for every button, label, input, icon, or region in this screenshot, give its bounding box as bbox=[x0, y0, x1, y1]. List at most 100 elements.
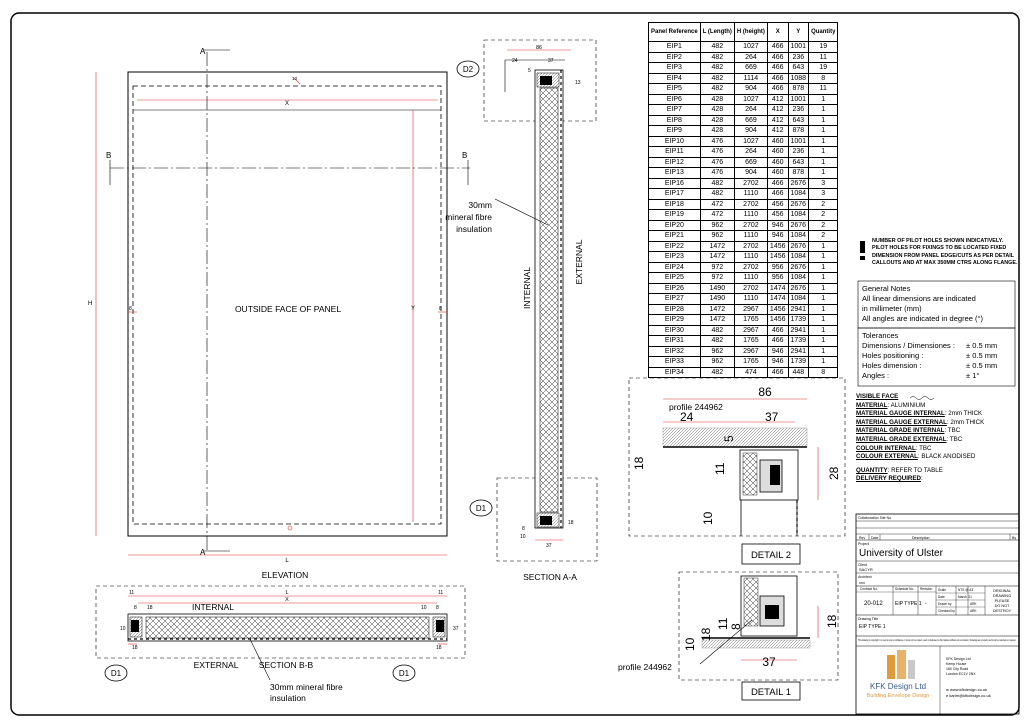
elevation-title: ELEVATION bbox=[262, 570, 308, 580]
table-cell: 1474 bbox=[766, 293, 789, 305]
table-cell: 2702 bbox=[733, 198, 768, 210]
tolerance-value: ± 0.5 mm bbox=[966, 341, 998, 350]
table-cell: EIP10 bbox=[648, 135, 701, 147]
detail2-dim-86: 86 bbox=[758, 385, 772, 399]
section-aa-insulation bbox=[539, 87, 559, 513]
tb-revision: - bbox=[925, 601, 927, 607]
table-cell: 2 bbox=[808, 230, 839, 242]
table-cell: 482 bbox=[699, 72, 735, 84]
table-cell: 1 bbox=[808, 114, 839, 126]
section-marker-a-bottom: A bbox=[200, 548, 206, 557]
table-cell: 2967 bbox=[733, 303, 768, 315]
detail2-dim-24: 24 bbox=[680, 410, 694, 424]
table-cell: 1739 bbox=[787, 335, 810, 347]
table-cell: 1001 bbox=[787, 41, 810, 53]
tb-original-5: DESTROY bbox=[993, 609, 1012, 613]
table-cell: 878 bbox=[787, 83, 810, 95]
tb-copyright: This drawing is copyright. It is sent to… bbox=[858, 639, 1016, 642]
tb-scale-label: Scale bbox=[938, 588, 946, 592]
table-cell: 460 bbox=[766, 156, 789, 168]
table-cell: 2676 bbox=[787, 177, 810, 189]
table-cell: 428 bbox=[699, 125, 735, 137]
tb-scale: NTS @ A3 bbox=[958, 588, 973, 592]
material-row: COLOUR INTERNAL: TBC bbox=[856, 445, 1016, 454]
tolerance-label: Holes positioning : bbox=[862, 351, 924, 360]
elevation-face-label: OUTSIDE FACE OF PANEL bbox=[235, 304, 341, 314]
table-cell: 2 bbox=[808, 219, 839, 231]
company-address-4: London EC1V 2NX bbox=[946, 672, 976, 676]
table-cell: 412 bbox=[766, 114, 789, 126]
table-cell: 476 bbox=[699, 135, 735, 147]
company-address-1: KFK Design Ltd bbox=[946, 657, 971, 661]
material-label: COLOUR EXTERNAL bbox=[856, 453, 918, 461]
tb-original-2: DRAWING bbox=[993, 594, 1011, 598]
table-cell: 482 bbox=[699, 83, 735, 95]
table-cell: 474 bbox=[733, 366, 768, 378]
table-cell: 643 bbox=[787, 156, 810, 168]
tb-contract-label: Contract No. bbox=[860, 587, 878, 591]
table-cell: 946 bbox=[766, 345, 789, 357]
table-cell: 972 bbox=[699, 272, 735, 284]
general-notes-line2: in millimeter (mm) bbox=[862, 304, 922, 313]
material-row: DELIVERY REQUIRED: bbox=[856, 475, 1016, 484]
detail1-title: DETAIL 1 bbox=[751, 687, 791, 698]
tb-checked: ARK bbox=[970, 609, 977, 613]
table-cell: 466 bbox=[766, 177, 789, 189]
detail1-profile: profile 244962 bbox=[618, 662, 672, 672]
table-cell: EIP31 bbox=[648, 335, 701, 347]
general-notes-line1: All linear dimensions are indicated bbox=[862, 294, 976, 303]
table-cell: 1110 bbox=[733, 209, 768, 221]
section-bb-dim-18-left: 18 bbox=[147, 605, 153, 611]
callout-d1-right-label: D1 bbox=[399, 669, 410, 678]
tolerances-box bbox=[857, 327, 1016, 387]
material-row: COLOUR EXTERNAL: BLACK ANODISED bbox=[856, 453, 1016, 462]
table-cell: 1084 bbox=[787, 272, 810, 284]
company-address-3: 160 City Road bbox=[946, 667, 968, 671]
detail1-dim-18-right: 18 bbox=[825, 614, 839, 628]
table-cell: 460 bbox=[766, 135, 789, 147]
table-cell: 11 bbox=[808, 83, 839, 95]
tb-description: Description bbox=[912, 536, 930, 540]
material-label: MATERIAL bbox=[856, 401, 888, 409]
material-label: DELIVERY REQUIRED bbox=[856, 475, 921, 483]
table-cell: 466 bbox=[766, 366, 789, 378]
table-cell: 8 bbox=[808, 366, 839, 378]
table-cell: EIP7 bbox=[648, 104, 701, 116]
table-cell: EIP1 bbox=[648, 41, 701, 53]
detail2-dim-18: 18 bbox=[632, 456, 646, 470]
table-cell: 1084 bbox=[787, 209, 810, 221]
detail2-dim-37: 37 bbox=[765, 410, 779, 424]
table-cell: 1 bbox=[808, 125, 839, 137]
table-cell: 878 bbox=[787, 125, 810, 137]
section-bb-external: EXTERNAL bbox=[194, 660, 239, 670]
table-cell: EIP2 bbox=[648, 51, 701, 63]
table-cell: 428 bbox=[699, 104, 735, 116]
table-cell: EIP19 bbox=[648, 209, 701, 221]
tb-drawing-title: EIP TYPE 1 bbox=[859, 624, 886, 630]
section-aa-insulation-line2: mineral fibre bbox=[445, 212, 492, 222]
table-cell: 264 bbox=[733, 104, 768, 116]
detail1-dim-11: 11 bbox=[716, 617, 730, 630]
table-cell: 482 bbox=[699, 41, 735, 53]
table-cell: EIP18 bbox=[648, 198, 701, 210]
general-notes-line3: All angles are indicated in degree (°) bbox=[862, 314, 983, 323]
section-bb-dim-11-right: 11 bbox=[438, 590, 443, 596]
table-cell: 8 bbox=[808, 72, 839, 84]
callout-d2 bbox=[456, 60, 480, 78]
tolerance-value: ± 0.5 mm bbox=[966, 361, 998, 370]
section-bb-dim-10-right: 10 bbox=[421, 605, 427, 611]
table-cell: 1110 bbox=[733, 188, 768, 200]
section-aa-dim-5: 5 bbox=[528, 68, 531, 74]
table-header-cell: Panel Reference bbox=[648, 22, 701, 42]
table-cell: 946 bbox=[766, 219, 789, 231]
table-cell: EIP6 bbox=[648, 93, 701, 105]
